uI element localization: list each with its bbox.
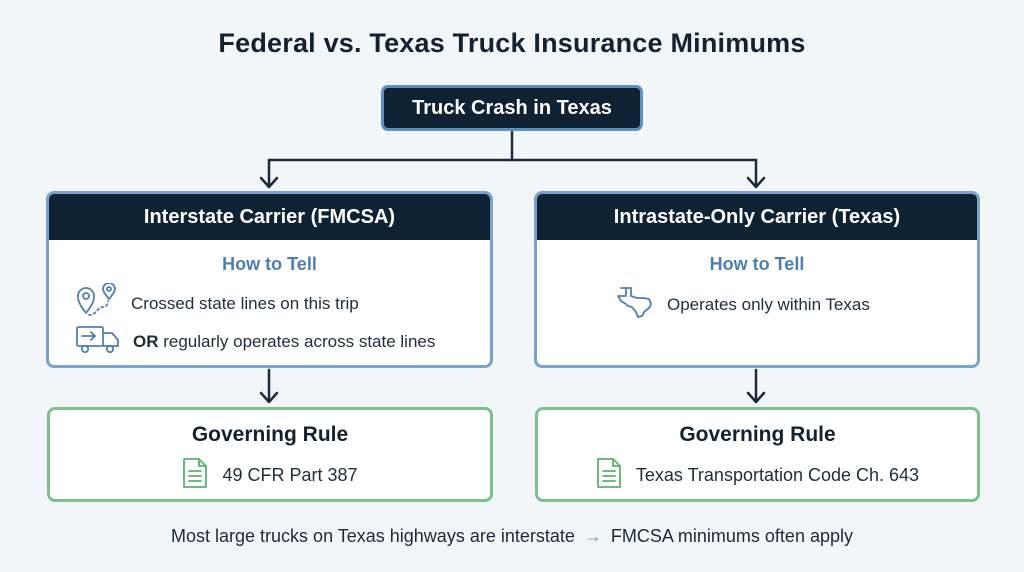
intrastate-rule-line: Texas Transportation Code Ch. 643 <box>538 457 977 494</box>
interstate-rule-title: Governing Rule <box>191 423 349 446</box>
page-title: Federal vs. Texas Truck Insurance Minimu… <box>218 28 806 58</box>
root-node-label: Truck Crash in Texas <box>412 96 612 119</box>
interstate-rule-line: 49 CFR Part 387 <box>50 457 490 494</box>
right-branch-arrowhead <box>746 176 766 189</box>
root-node: Truck Crash in Texas <box>381 85 643 131</box>
interstate-rule-box: Governing Rule 49 CFR Part 387 <box>47 407 493 502</box>
document-icon <box>182 457 208 494</box>
intrastate-rule-text: Texas Transportation Code Ch. 643 <box>635 465 920 485</box>
interstate-rule-text: 49 CFR Part 387 <box>222 465 358 485</box>
interstate-card-header: Interstate Carrier (FMCSA) <box>49 194 490 240</box>
footer-arrow-icon: → <box>583 526 602 546</box>
left-rule-arrowhead <box>259 391 279 404</box>
footer-note: Most large trucks on Texas highways are … <box>0 526 1024 547</box>
interstate-criterion-2: OR regularly operates across state lines <box>75 323 435 360</box>
interstate-criterion-1-text: Crossed state lines on this trip <box>131 293 359 313</box>
footer-text-before: Most large trucks on Texas highways are … <box>171 526 575 546</box>
route-map-pin-icon <box>75 282 119 324</box>
intrastate-card: Intrastate-Only Carrier (Texas) How to T… <box>534 191 980 368</box>
texas-map-icon <box>615 285 655 324</box>
interstate-card: Interstate Carrier (FMCSA) How to Tell C… <box>46 191 493 368</box>
interstate-criterion-2-prefix: OR <box>133 331 159 351</box>
right-rule-arrowhead <box>746 391 766 404</box>
left-branch-arrowhead <box>259 176 279 189</box>
document-icon <box>596 457 622 494</box>
intrastate-criterion-1-text: Operates only within Texas <box>667 294 870 314</box>
interstate-criterion-1: Crossed state lines on this trip <box>75 282 359 324</box>
delivery-truck-icon <box>75 323 121 360</box>
footer-text-after: FMCSA minimums often apply <box>610 526 853 546</box>
interstate-how-to-tell: How to Tell <box>222 254 317 274</box>
intrastate-criterion-1: Operates only within Texas <box>615 285 870 324</box>
interstate-card-title: Interstate Carrier (FMCSA) <box>143 205 396 228</box>
intrastate-how-to-tell: How to Tell <box>709 254 805 274</box>
intrastate-card-title: Intrastate-Only Carrier (Texas) <box>613 205 901 228</box>
intrastate-card-header: Intrastate-Only Carrier (Texas) <box>537 194 977 240</box>
intrastate-rule-box: Governing Rule Texas Transportation Code… <box>535 407 980 502</box>
intrastate-rule-title: Governing Rule <box>679 423 836 446</box>
interstate-criterion-2-text: regularly operates across state lines <box>158 331 436 351</box>
